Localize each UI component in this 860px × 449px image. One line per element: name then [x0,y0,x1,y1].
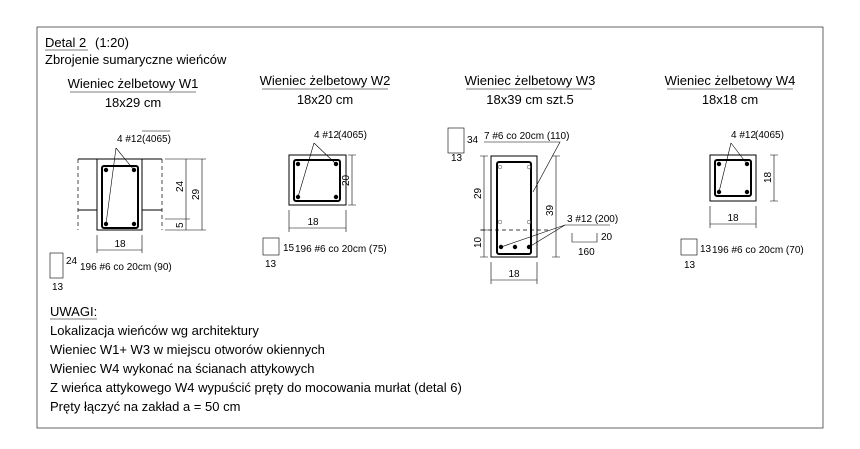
note-item: Pręty łączyć na zakład a = 50 cm [50,399,240,414]
dim-width: 18 [727,213,739,224]
notes-heading: UWAGI: [50,304,97,319]
dim-width: 18 [307,217,319,228]
section-title: Wieniec żelbetowy W1 [68,76,199,91]
ubar-w: 160 [578,247,595,258]
main-bars-label: 4 #12 [731,130,756,141]
main-bars-length: (4065) [338,130,367,141]
section-size: 18x18 cm [702,92,758,107]
section-size: 18x39 cm szt.5 [486,92,573,107]
section-title: Wieniec żelbetowy W4 [665,73,796,88]
stirrup-w: 13 [451,153,463,164]
main-bars-label: 4 #12 [117,134,142,145]
dim-h1: 24 [175,180,186,192]
bottom-bars-label: 3 #12 (200) [567,214,618,225]
stirrup-label: 196 #6 co 20cm (90) [80,262,172,273]
detail-subtitle: Zbrojenie sumaryczne wieńców [45,52,227,67]
section-size: 18x20 cm [297,92,353,107]
notes: UWAGI: Lokalizacja wieńców wg architektu… [50,304,462,414]
stirrup-w: 13 [52,282,64,293]
stirrup-shape-icon [447,127,465,154]
dim-h1: 29 [473,187,484,199]
dim-total: 20 [341,174,352,186]
main-bars-label: 4 #12 [314,130,339,141]
stirrup-label: 196 #6 co 20cm (75) [295,244,387,255]
note-item: Z wieńca attykowego W4 wypuścić pręty do… [50,380,462,395]
section-w2: Wieniec żelbetowy W2 18x20 cm 4 #12 (406… [260,73,391,270]
stirrup-label: 196 #6 co 20cm (70) [712,245,804,256]
ubar-h: 20 [601,232,613,243]
stirrup-shape-icon [262,237,280,256]
section-w4: Wieniec żelbetowy W4 18x18 cm 4 #12 (406… [665,73,804,271]
detail-title: Detal 2 [45,35,86,50]
stirrup-shape-icon [680,238,698,256]
main-bars-length: (4065) [142,134,171,145]
stirrup-h: 13 [700,244,712,255]
note-item: Wieniec W4 wykonać na ścianach attykowyc… [50,361,314,376]
section-size: 18x29 cm [105,95,161,110]
stirrup-w: 13 [265,259,277,270]
dim-width: 18 [114,239,126,250]
dim-total: 18 [763,171,774,183]
stirrup-h: 24 [66,256,78,267]
drawing-frame [36,26,824,429]
stirrup-shape-icon [49,252,64,279]
section-title: Wieniec żelbetowy W3 [465,73,596,88]
stirrup-label: 7 #6 co 20cm (110) [484,131,569,142]
main-bars-length: (4065) [755,130,784,141]
note-item: Wieniec W1+ W3 w miejscu otworów okienny… [50,342,325,357]
stirrup-h: 34 [467,135,479,146]
stirrup-h: 15 [283,243,295,254]
section-w1: Wieniec żelbetowy W1 18x29 cm 4 #12 (406… [49,76,206,293]
section-w3: Wieniec żelbetowy W3 18x39 cm szt.5 34 1… [447,73,618,284]
dim-total: 29 [191,188,202,200]
dim-h2: 10 [473,236,484,248]
note-item: Lokalizacja wieńców wg architektury [50,323,259,338]
dim-width: 18 [508,269,520,280]
u-bar-shape-icon [571,233,598,243]
section-title: Wieniec żelbetowy W2 [260,73,391,88]
dim-total: 39 [545,204,556,216]
detail-scale: (1:20) [95,35,129,50]
dim-h2: 5 [175,222,186,228]
stirrup-w: 13 [684,260,696,271]
